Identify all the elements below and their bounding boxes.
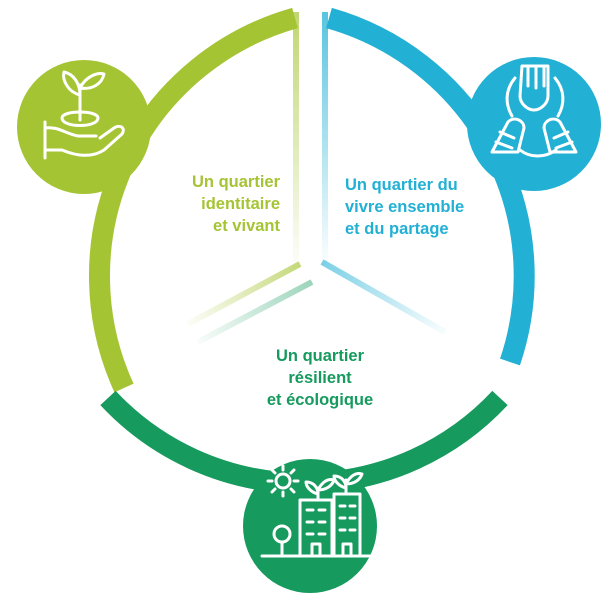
label-resilient-line-1: Un quartier (275, 347, 364, 365)
label-vivre-ensemble-line-1: Un quartier du (345, 176, 458, 194)
green-buildings-icon (243, 459, 377, 593)
joined-hands-icon (467, 57, 601, 191)
label-vivre-ensemble-line-2: vivre ensemble (345, 198, 465, 216)
label-resilient: Un quartier résilient et écologique (215, 345, 425, 411)
label-vivre-ensemble: Un quartier du vivre ensemble et du part… (345, 174, 505, 240)
label-identitaire: Un quartier identitaire et vivant (150, 171, 280, 237)
label-resilient-line-3: et écologique (266, 391, 374, 409)
label-identitaire-line-2: identitaire (201, 195, 280, 213)
label-resilient-line-2: résilient (288, 369, 352, 387)
label-identitaire-line-3: et vivant (213, 217, 280, 235)
inner-dividers (186, 12, 447, 345)
plant-in-hands-icon (17, 60, 151, 194)
label-identitaire-line-1: Un quartier (191, 173, 280, 191)
label-vivre-ensemble-line-3: et du partage (345, 220, 449, 238)
